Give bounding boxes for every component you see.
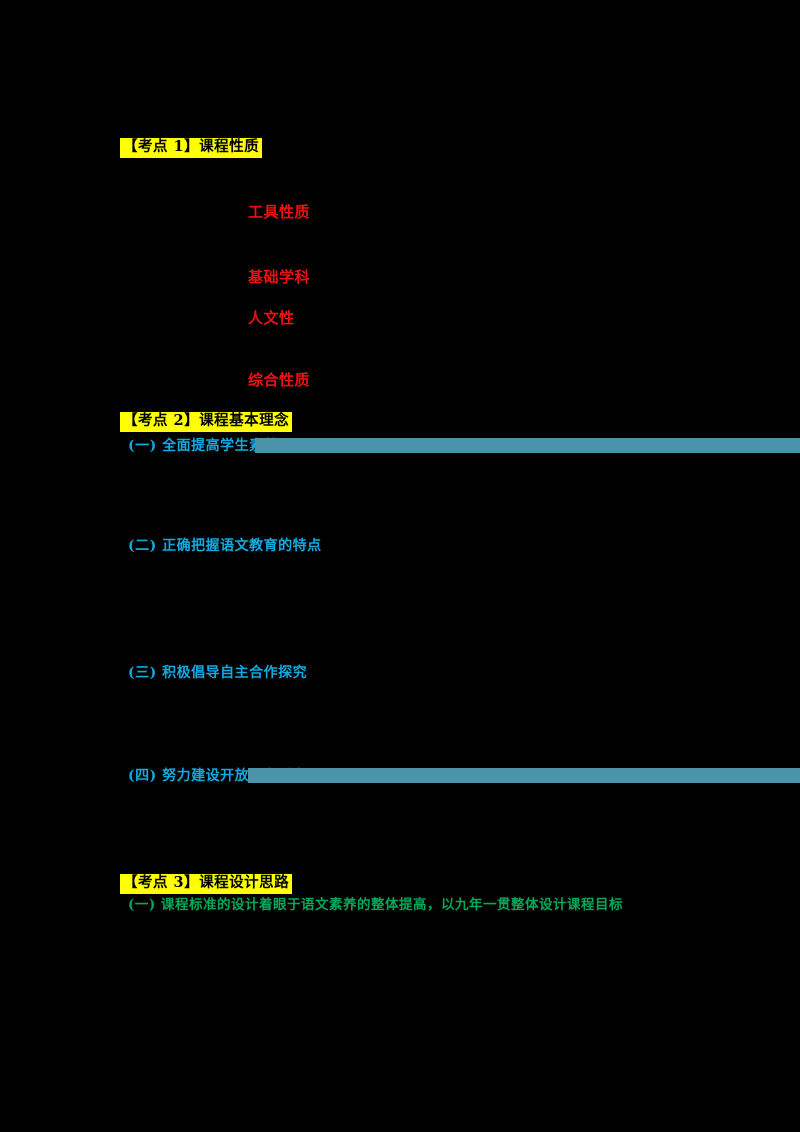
keyword-renwenxing: 人文性	[245, 309, 298, 328]
subsection-marker-2: (二) 正确把握语文教育的特点	[126, 537, 324, 555]
section-heading-kaodian-2: 【考点 2】课程基本理念	[120, 412, 293, 432]
body-paragraph	[120, 458, 680, 524]
highlight-wash-continuation	[248, 768, 800, 783]
keyword-gongjuxingzhi: 工具性质	[245, 203, 314, 222]
subsection-paren-design-1: (一)	[128, 897, 156, 913]
body-paragraph	[120, 334, 680, 360]
keyword-zonghexingzhi: 综合性质	[245, 371, 314, 390]
body-paragraph	[120, 165, 680, 195]
subsection-label-2: 正确把握语文教育的特点	[162, 538, 322, 554]
body-paragraph	[120, 922, 680, 1052]
body-paragraph	[120, 562, 680, 652]
subsection-paren-3: (三)	[128, 665, 157, 681]
subsection-label-3: 积极倡导自主合作探究	[162, 665, 308, 681]
section-heading-kaodian-3: 【考点 3】课程设计思路	[120, 874, 293, 894]
subsection-label-design-1: 课程标准的设计着眼于语文素养的整体提高，以九年一贯整体设计课程目标	[160, 897, 623, 913]
body-paragraph	[120, 688, 680, 754]
section-heading-kaodian-1: 【考点 1】课程性质	[120, 138, 263, 158]
subsection-paren-4: (四)	[128, 768, 157, 784]
subsection-marker-1: (一) 全面提高学生素养	[126, 437, 281, 455]
subsection-marker-design-1: (一) 课程标准的设计着眼于语文素养的整体提高，以九年一贯整体设计课程目标	[126, 897, 625, 915]
subsection-marker-3: (三) 积极倡导自主合作探究	[126, 664, 310, 682]
body-paragraph	[120, 228, 680, 254]
keyword-jichuxueke: 基础学科	[245, 268, 314, 287]
subsection-paren-2: (二)	[128, 538, 157, 554]
subsection-label-1: 全面提高学生素养	[162, 438, 279, 454]
body-paragraph	[120, 790, 680, 856]
subsection-paren-1: (一)	[128, 438, 157, 454]
highlight-wash-continuation	[255, 438, 800, 453]
